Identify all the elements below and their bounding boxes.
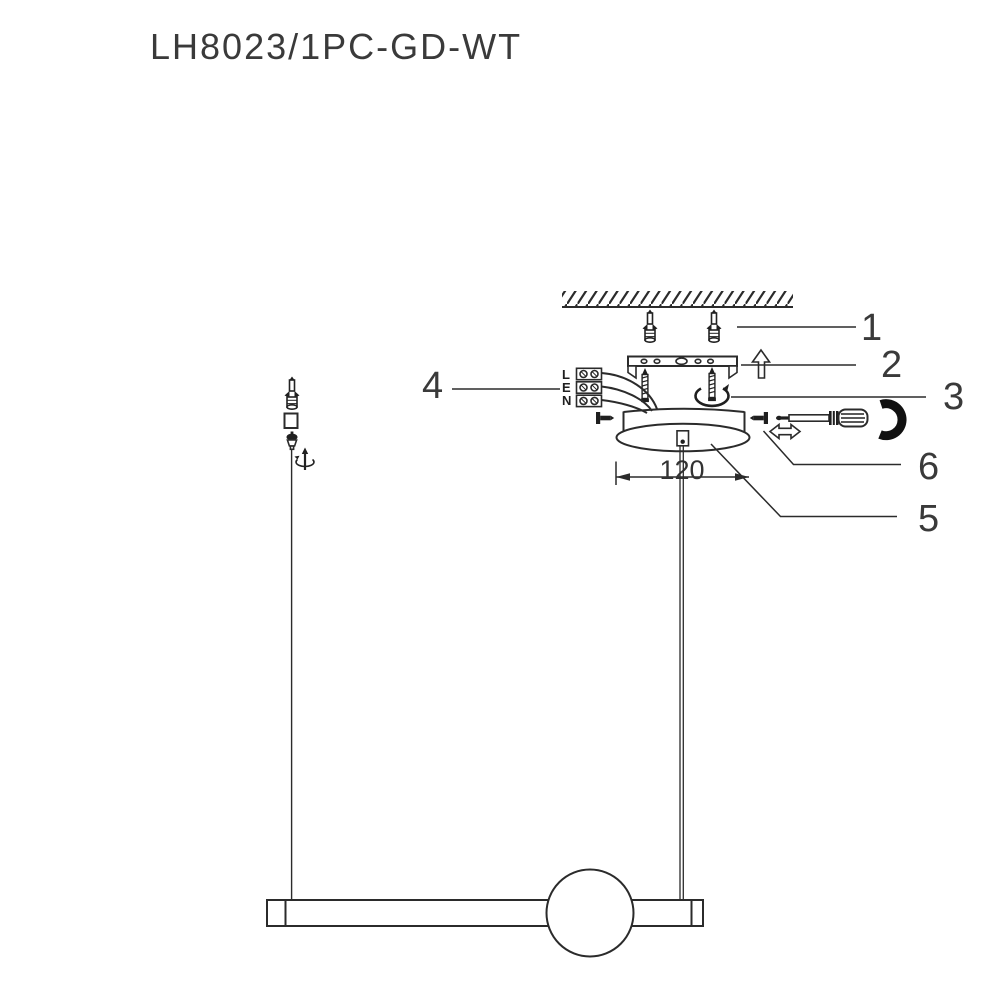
callout-3-label: 3 — [943, 376, 964, 418]
callout-6-label: 6 — [918, 446, 939, 488]
callout-2-label: 2 — [881, 344, 902, 386]
canopy-gland — [676, 429, 690, 447]
ceiling-hatch — [562, 291, 793, 308]
pendant-wire-right — [679, 446, 684, 900]
screw-rotation-arrow-icon — [694, 384, 730, 408]
side-screw-left-icon — [596, 412, 615, 424]
wall-anchor-icon — [705, 308, 723, 344]
callout-5-label: 5 — [918, 498, 939, 540]
page-title: LH8023/1PC-GD-WT — [150, 26, 522, 67]
bracket-screw-icon — [640, 367, 650, 403]
slide-arrow-icon — [768, 422, 802, 441]
callout-4-label: 4 — [422, 365, 443, 407]
grub-screw-icon — [294, 447, 315, 470]
side-screw-right-icon — [749, 412, 768, 424]
cord-grip-icon — [286, 431, 298, 451]
bracket-up-arrow-icon — [750, 348, 772, 379]
wall-anchor-icon — [641, 308, 659, 344]
spare-anchor-icon — [283, 375, 301, 411]
supply-wires — [601, 372, 658, 414]
spare-square-nut-icon — [283, 412, 299, 429]
callout-1-label: 1 — [861, 307, 882, 349]
canopy — [615, 407, 751, 453]
dimension-value: 120 — [659, 455, 704, 485]
terminal-label-live: L — [562, 367, 570, 382]
light-ball — [545, 868, 635, 958]
light-bar — [266, 899, 704, 927]
terminal-block: L E N — [562, 367, 603, 408]
callout-2: 2 — [741, 344, 902, 386]
callout-1: 1 — [737, 307, 882, 349]
callout-3: 3 — [731, 376, 964, 418]
callout-4: 4 — [422, 365, 560, 407]
terminal-label-neutral: N — [562, 393, 571, 408]
dimension-line: 120 — [615, 455, 749, 485]
bracket-screw-icon — [707, 366, 717, 402]
terminal-label-earth: E — [562, 380, 571, 395]
callout-5: 5 — [710, 443, 939, 540]
mounting-bracket — [627, 355, 738, 380]
screwdriver-icon — [776, 408, 869, 428]
rotate-arrow-icon — [878, 399, 907, 441]
callout-6: 6 — [762, 430, 939, 488]
